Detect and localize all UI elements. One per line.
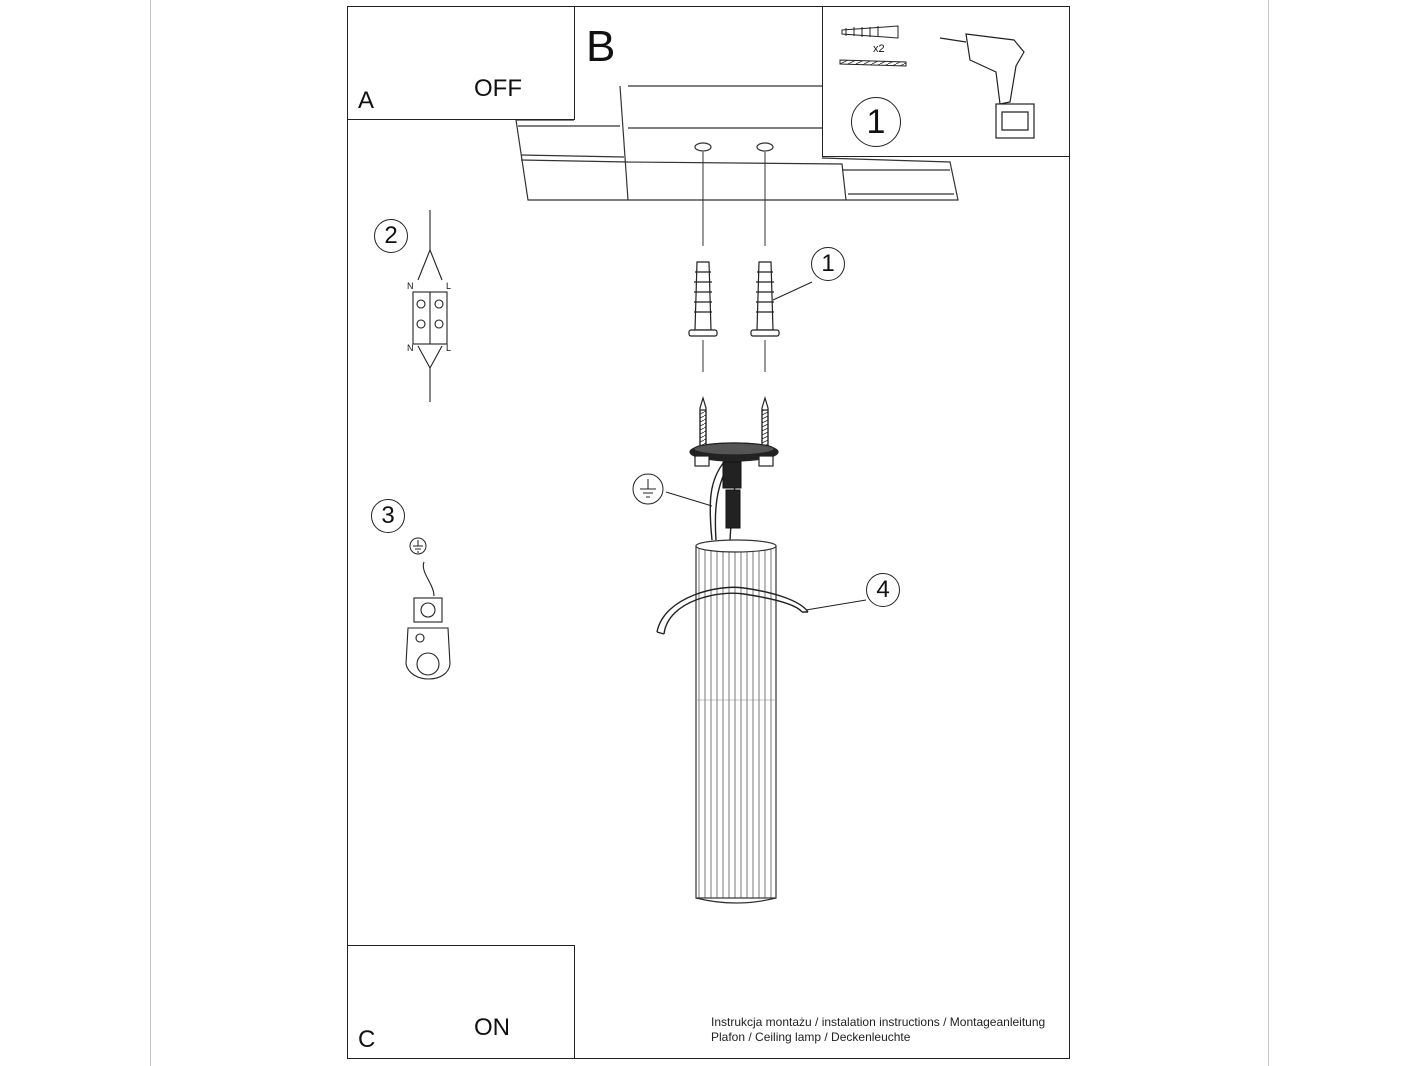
connector-n-bottom: N xyxy=(407,343,414,353)
footer-line-1: Instrukcja montażu / instalation instruc… xyxy=(711,1015,1046,1029)
panel-a-letter: A xyxy=(358,87,375,114)
step-2-badge: 2 xyxy=(374,219,408,253)
panel-b-letter: B xyxy=(586,22,616,71)
panel-a-power-off: A OFF xyxy=(347,6,575,120)
panel-c-power-on: C ON xyxy=(347,945,575,1059)
off-label: OFF xyxy=(474,75,522,102)
footer-line-2: Plafon / Ceiling lamp / Deckenleuchte xyxy=(711,1030,911,1044)
callout-anchor-badge: 1 xyxy=(811,247,845,281)
footer-caption: Instrukcja montażu / instalation instruc… xyxy=(711,1015,1045,1045)
step-3-badge: 3 xyxy=(371,499,405,533)
tools-step-number: 1 xyxy=(851,97,901,147)
connector-n-top: N xyxy=(407,281,414,291)
connector-l-top: L xyxy=(446,281,452,291)
on-label: ON xyxy=(474,1014,510,1041)
left-page-rule xyxy=(150,0,151,1066)
right-page-rule xyxy=(1268,0,1269,1066)
instruction-sheet-frame xyxy=(347,6,1070,1059)
callout-cover-badge: 4 xyxy=(866,573,900,607)
anchor-quantity: x2 xyxy=(873,43,885,55)
tools-panel: x2 1 xyxy=(822,6,1070,157)
connector-l-bottom: L xyxy=(446,343,452,353)
panel-c-letter: C xyxy=(358,1026,376,1053)
